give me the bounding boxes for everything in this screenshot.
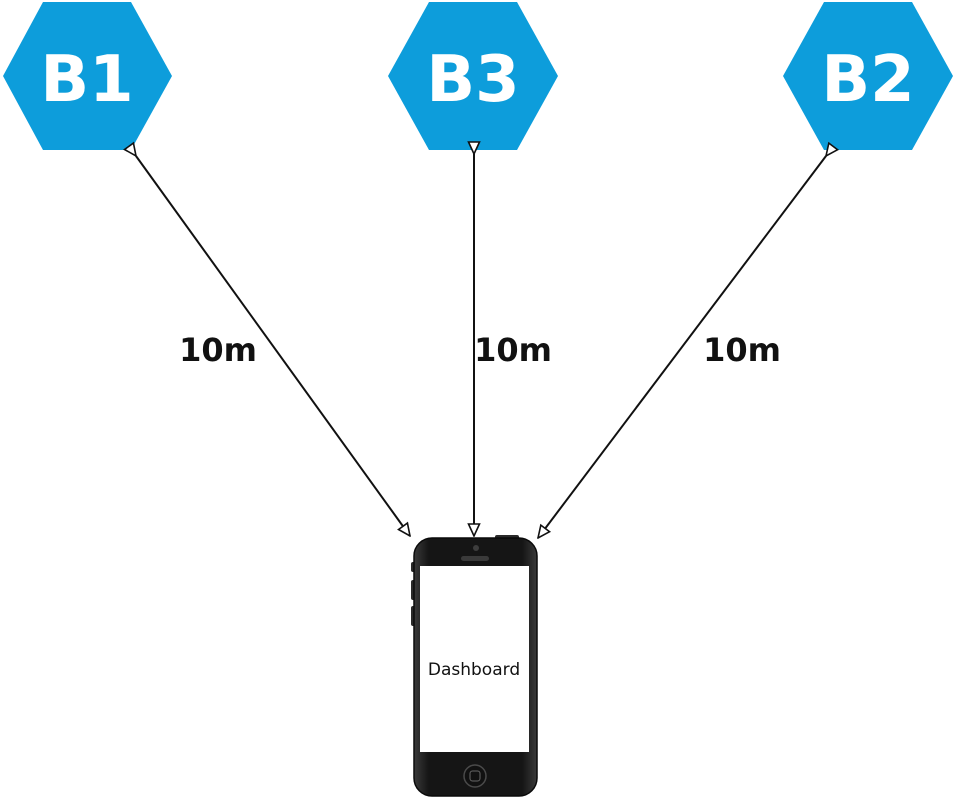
- phone-screen: [420, 566, 529, 752]
- beacon-b3-hexagon: [388, 2, 558, 150]
- phone-screen-label: Dashboard: [428, 660, 520, 680]
- link-b3-distance-label: 10m: [474, 331, 552, 369]
- link-b2-arrow: [538, 156, 826, 538]
- link-b1-arrow: [136, 156, 410, 536]
- beacon-b3: B3: [388, 2, 558, 150]
- link-b2-distance-label: 10m: [703, 331, 781, 369]
- beacon-b1-hexagon: [3, 2, 172, 150]
- beacon-b2-hexagon: [783, 2, 953, 150]
- beacon-b2-label: B2: [821, 43, 914, 117]
- beacon-b3-label: B3: [426, 43, 519, 117]
- phone-home-button: [463, 764, 487, 788]
- link-b1-distance-label: 10m: [179, 331, 257, 369]
- beacon-b1-label: B1: [40, 43, 133, 117]
- beacon-b1: B1: [3, 2, 172, 150]
- phone-camera: [473, 545, 479, 551]
- phone: Dashboard: [411, 535, 538, 797]
- phone-home-button-square: [469, 770, 481, 782]
- phone-speaker: [461, 556, 489, 561]
- beacon-b2: B2: [783, 2, 953, 150]
